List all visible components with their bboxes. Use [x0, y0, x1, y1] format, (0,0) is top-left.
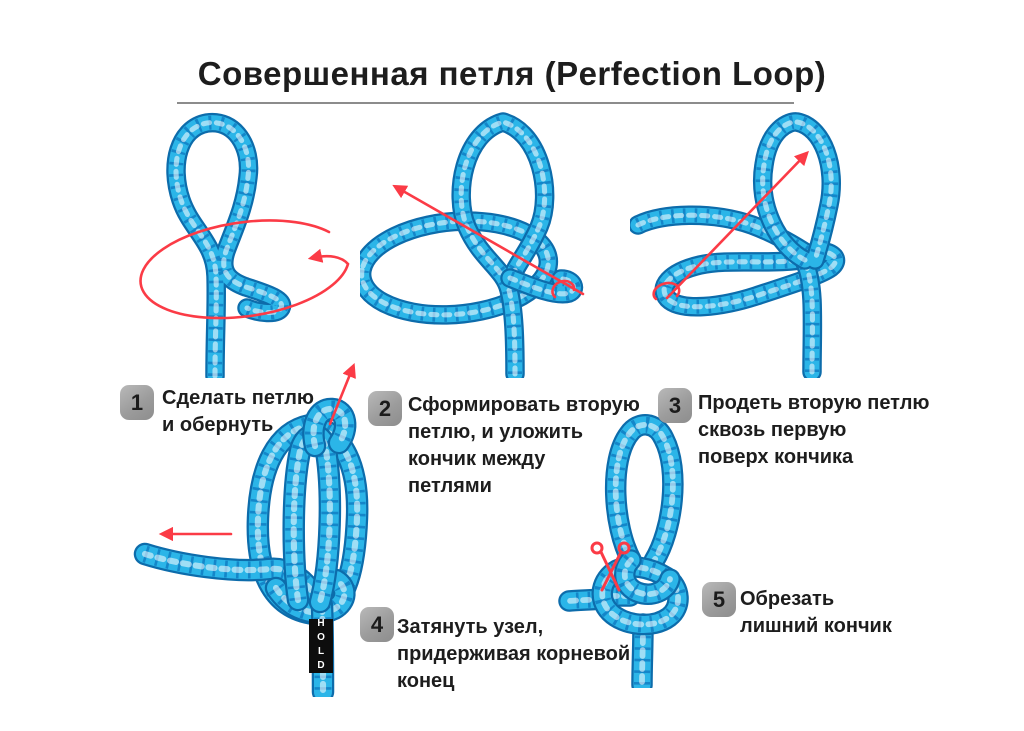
step-4-instruction-line: Затянуть узел,: [397, 616, 544, 638]
step-5-instruction-line: лишний кончик: [740, 615, 892, 637]
step-2-instruction-line: кончик между: [408, 448, 546, 470]
step-3-instruction-line: Продеть вторую петлю: [698, 392, 930, 414]
direction-arrow-icon: [665, 150, 809, 300]
step-4-number-badge: 4: [360, 607, 394, 642]
step-5-instruction-line: Обрезать: [740, 588, 835, 610]
step-1-instruction-line: Сделать петлю: [162, 387, 314, 409]
direction-arrow-icon: [392, 184, 585, 296]
step-5-instruction: Обрезать лишний кончик: [740, 586, 892, 640]
page-title: Совершенная петля (Perfection Loop): [197, 55, 827, 92]
step-2-instruction-line: Сформировать вторую: [408, 394, 640, 416]
step-3-instruction-line: поверх кончика: [698, 446, 854, 468]
direction-arrow-icon: [139, 219, 350, 320]
step-3-instruction: Продеть вторую петлю сквозь первую повер…: [698, 390, 930, 471]
scissors-icon: [590, 541, 631, 592]
step-1-instruction-line: и обернуть: [162, 414, 274, 436]
step-4-instruction-line: конец: [397, 670, 455, 692]
hold-band: HOLD: [309, 618, 333, 674]
step-3-number-badge: 3: [658, 388, 692, 423]
step-3-knot-illustration: [630, 112, 846, 378]
step-2-instruction-line: петлю, и уложить: [408, 421, 584, 443]
direction-arrow-icon: [328, 363, 356, 426]
step-2-instruction-line: петлями: [408, 475, 492, 497]
direction-arrow-icon: [652, 281, 681, 301]
step-4-instruction: Затянуть узел, придерживая корневой коне…: [397, 614, 630, 695]
step-2-instruction: Сформировать вторую петлю, и уложить кон…: [408, 392, 640, 500]
step-3-instruction-line: сквозь первую: [698, 419, 847, 441]
step-1-knot-illustration: [139, 112, 350, 378]
step-2-number-badge: 2: [368, 391, 402, 426]
step-1-number-badge: 1: [120, 385, 154, 420]
step-5-knot-illustration: [558, 414, 689, 688]
step-2-knot-illustration: [360, 112, 585, 378]
step-5-number-badge: 5: [702, 582, 736, 617]
step-1-instruction: Сделать петлю и обернуть: [162, 385, 314, 439]
title-underline-rule: [177, 102, 794, 104]
step-4-instruction-line: придерживая корневой: [397, 643, 631, 665]
